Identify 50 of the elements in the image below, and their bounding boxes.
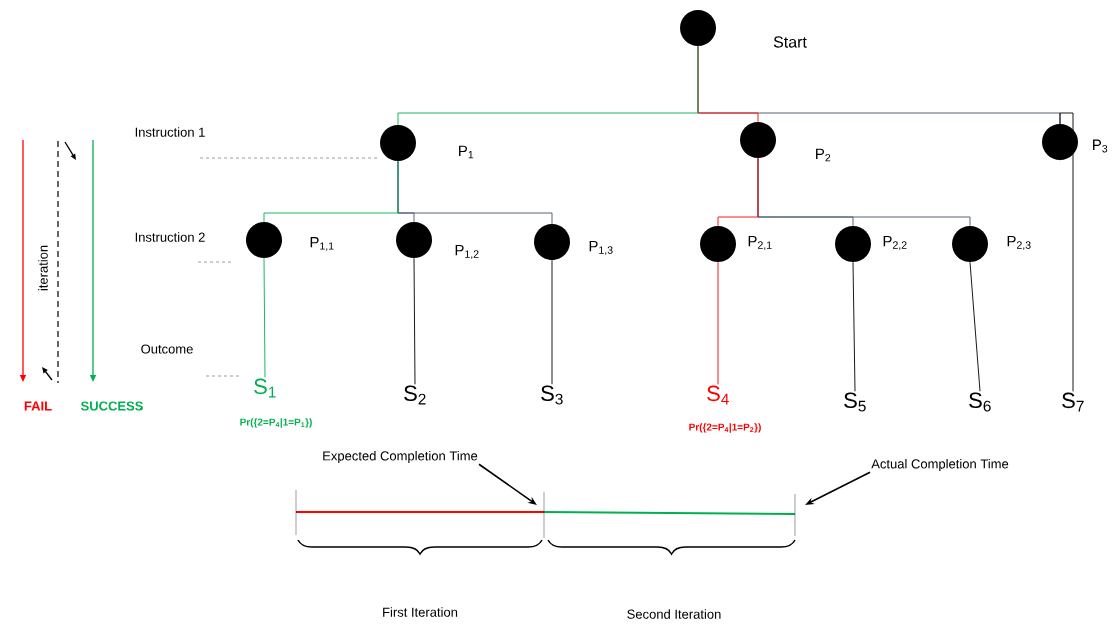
level-label: Outcome xyxy=(141,344,193,354)
circle-node xyxy=(835,226,871,262)
connector-line xyxy=(263,160,399,223)
circle-node xyxy=(700,226,736,262)
level-label: Instruction 1 xyxy=(135,127,205,137)
node-label: P$_{2,2}$ xyxy=(883,236,907,251)
connector-line xyxy=(397,45,699,126)
circle-node xyxy=(680,10,716,46)
probability-label: Pr({2=P$_{4}$|1=P$_{2}$}) xyxy=(689,423,761,433)
outcome-label: S$_{3}$ xyxy=(541,385,563,405)
circle-node xyxy=(380,125,416,161)
leader-arrow xyxy=(478,463,537,505)
connector-line xyxy=(852,261,856,392)
connector-line xyxy=(717,157,759,227)
circle-node xyxy=(740,122,776,158)
connector-line xyxy=(413,257,416,385)
period-label: Second Iteration xyxy=(627,609,721,619)
node-label: P$_{3}$ xyxy=(1093,139,1108,153)
period-label: First Iteration xyxy=(383,607,458,617)
connector-line xyxy=(1059,112,1074,392)
outcome-label: S$_{5}$ xyxy=(844,392,866,412)
outcome-label: S$_{4}$ xyxy=(707,385,729,405)
circle-node xyxy=(1042,124,1078,160)
node-label: P$_{1}$ xyxy=(459,145,474,159)
node-label: Start xyxy=(773,36,807,48)
connector-line xyxy=(969,261,981,392)
circle-node xyxy=(246,222,282,258)
circle-node xyxy=(952,226,988,262)
axis-label: iteration xyxy=(38,245,48,291)
node-label: P$_{2}$ xyxy=(816,148,831,162)
callout-text: Actual Completion Time xyxy=(871,458,1009,472)
probability-label: Pr({2=P$_{4}$|1=P$_{1}$}) xyxy=(240,418,312,428)
node-label: P$_{1,2}$ xyxy=(455,245,479,260)
connector-line xyxy=(551,259,553,385)
connector-line xyxy=(717,261,719,385)
outcome-label: S$_{7}$ xyxy=(1062,392,1084,412)
node-label: P$_{2,3}$ xyxy=(1007,236,1031,251)
result-label: SUCCESS xyxy=(80,401,143,411)
circle-node xyxy=(396,222,432,258)
callout-text: Expected Completion Time xyxy=(323,450,478,464)
connector-line xyxy=(263,257,266,378)
result-label: FAIL xyxy=(24,401,52,411)
node-label: P$_{1,3}$ xyxy=(589,241,613,256)
circle-node xyxy=(534,224,570,260)
outcome-label: S$_{1}$ xyxy=(254,378,276,398)
level-label: Instruction 2 xyxy=(135,232,205,242)
outcome-label: S$_{6}$ xyxy=(969,392,991,412)
node-label: P$_{1,1}$ xyxy=(310,237,334,251)
outcome-label: S$_{2}$ xyxy=(404,385,426,405)
node-label: P$_{2,1}$ xyxy=(748,236,772,251)
